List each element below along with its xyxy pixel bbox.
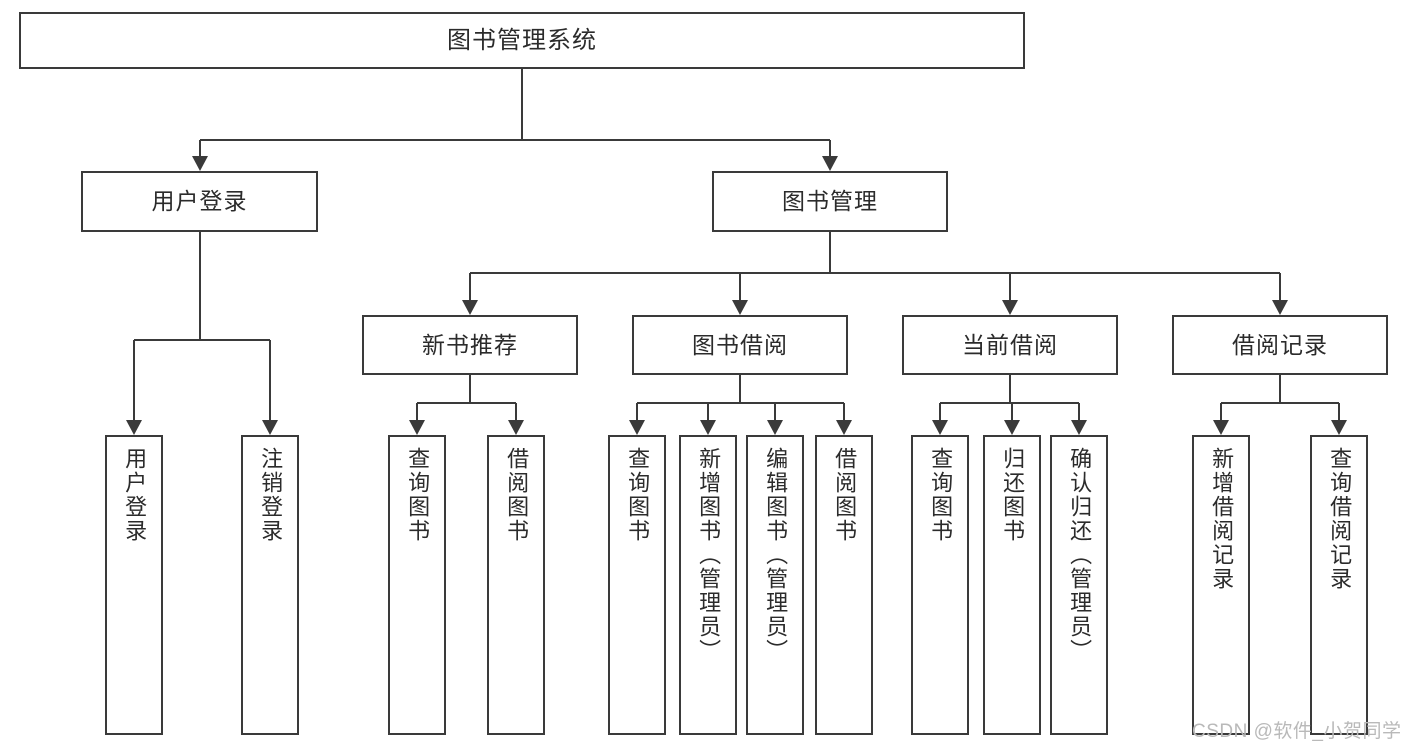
connector-stem (515, 403, 517, 421)
connector-stem (1009, 273, 1011, 301)
arrowhead-icon (836, 420, 852, 435)
leaf-node-query-borrow-record[interactable]: 查询借阅记录 (1310, 435, 1368, 735)
arrowhead-icon (1071, 420, 1087, 435)
connector-bus (199, 139, 830, 141)
node-label: 借阅图书 (832, 447, 858, 543)
connector-trunk (521, 69, 523, 140)
arrowhead-icon (1272, 300, 1288, 315)
leaf-node-query-book-recommend[interactable]: 查询图书 (388, 435, 446, 735)
leaf-node-query-book-borrow[interactable]: 查询图书 (608, 435, 666, 735)
node-borrow-record[interactable]: 借阅记录 (1172, 315, 1388, 375)
arrowhead-icon (1004, 420, 1020, 435)
arrowhead-icon (629, 420, 645, 435)
connector-bus (134, 339, 270, 341)
csdn-watermark: CSDN @软件_小贺同学 (1192, 721, 1402, 742)
node-label: 图书管理系统 (447, 26, 597, 54)
arrowhead-icon (732, 300, 748, 315)
arrowhead-icon (700, 420, 716, 435)
connector-stem (416, 403, 418, 421)
connector-trunk (198, 232, 201, 340)
leaf-node-confirm-return-admin[interactable]: 确认归还（管理员） (1050, 435, 1108, 735)
node-label: 借阅记录 (1232, 331, 1328, 358)
node-new-book-recommend[interactable]: 新书推荐 (362, 315, 578, 375)
leaf-node-add-borrow-record[interactable]: 新增借阅记录 (1192, 435, 1250, 735)
node-label: 新增借阅记录 (1209, 447, 1235, 591)
node-label: 查询图书 (928, 447, 954, 543)
arrowhead-icon (462, 300, 478, 315)
node-label: 用户登录 (122, 447, 148, 543)
node-label: 查询图书 (405, 447, 431, 543)
connector-trunk (1009, 375, 1011, 403)
connector-trunk (1279, 375, 1281, 403)
connector-stem (469, 273, 471, 301)
connector-stem (1279, 273, 1281, 301)
node-label: 查询图书 (625, 447, 651, 543)
connector-bus (637, 402, 844, 404)
node-label: 图书借阅 (692, 331, 788, 358)
leaf-node-query-book-current[interactable]: 查询图书 (911, 435, 969, 735)
arrowhead-icon (126, 420, 142, 435)
node-user-login[interactable]: 用户登录 (81, 171, 318, 232)
connector-stem (1220, 403, 1222, 421)
connector-trunk (469, 375, 471, 403)
connector-bus (470, 272, 1280, 274)
connector-trunk (739, 375, 741, 403)
connector-stem (739, 273, 741, 301)
arrowhead-icon (262, 420, 278, 435)
connector-stem (774, 403, 776, 421)
arrowhead-icon (767, 420, 783, 435)
connector-stem (1078, 403, 1080, 421)
node-current-borrow[interactable]: 当前借阅 (902, 315, 1118, 375)
node-label: 用户登录 (151, 188, 248, 215)
connector-stem (269, 340, 271, 421)
arrowhead-icon (932, 420, 948, 435)
connector-trunk (829, 232, 831, 273)
node-label: 注销登录 (258, 447, 284, 543)
arrowhead-icon (822, 156, 838, 171)
arrowhead-icon (1213, 420, 1229, 435)
leaf-node-user-login[interactable]: 用户登录 (105, 435, 163, 735)
leaf-node-return-book[interactable]: 归还图书 (983, 435, 1041, 735)
connector-bus (417, 402, 516, 404)
node-label: 图书管理 (782, 188, 878, 215)
node-label: 当前借阅 (962, 331, 1058, 358)
connector-stem (133, 340, 135, 421)
connector-stem (843, 403, 845, 421)
leaf-node-borrow-book-recommend[interactable]: 借阅图书 (487, 435, 545, 735)
node-label: 确认归还（管理员） (1067, 447, 1093, 663)
arrowhead-icon (409, 420, 425, 435)
node-book-management[interactable]: 图书管理 (712, 171, 948, 232)
connector-bus (940, 402, 1079, 404)
node-label: 新书推荐 (422, 331, 518, 358)
leaf-node-add-book-admin[interactable]: 新增图书（管理员） (679, 435, 737, 735)
leaf-node-borrow-book[interactable]: 借阅图书 (815, 435, 873, 735)
node-label: 编辑图书（管理员） (763, 447, 789, 663)
connector-stem (939, 403, 941, 421)
connector-stem (198, 140, 201, 157)
arrowhead-icon (1002, 300, 1018, 315)
arrowhead-icon (191, 156, 208, 171)
leaf-node-user-logout[interactable]: 注销登录 (241, 435, 299, 735)
node-root-system[interactable]: 图书管理系统 (19, 12, 1025, 69)
node-label: 查询借阅记录 (1327, 447, 1353, 591)
node-label: 新增图书（管理员） (696, 447, 722, 663)
connector-stem (636, 403, 638, 421)
node-label: 借阅图书 (504, 447, 530, 543)
node-label: 归还图书 (1000, 447, 1026, 543)
node-book-borrow[interactable]: 图书借阅 (632, 315, 848, 375)
connector-bus (1221, 402, 1339, 404)
connector-stem (1338, 403, 1340, 421)
connector-stem (1011, 403, 1013, 421)
connector-stem (829, 140, 831, 157)
arrowhead-icon (1331, 420, 1347, 435)
connector-stem (707, 403, 709, 421)
arrowhead-icon (508, 420, 524, 435)
leaf-node-edit-book-admin[interactable]: 编辑图书（管理员） (746, 435, 804, 735)
